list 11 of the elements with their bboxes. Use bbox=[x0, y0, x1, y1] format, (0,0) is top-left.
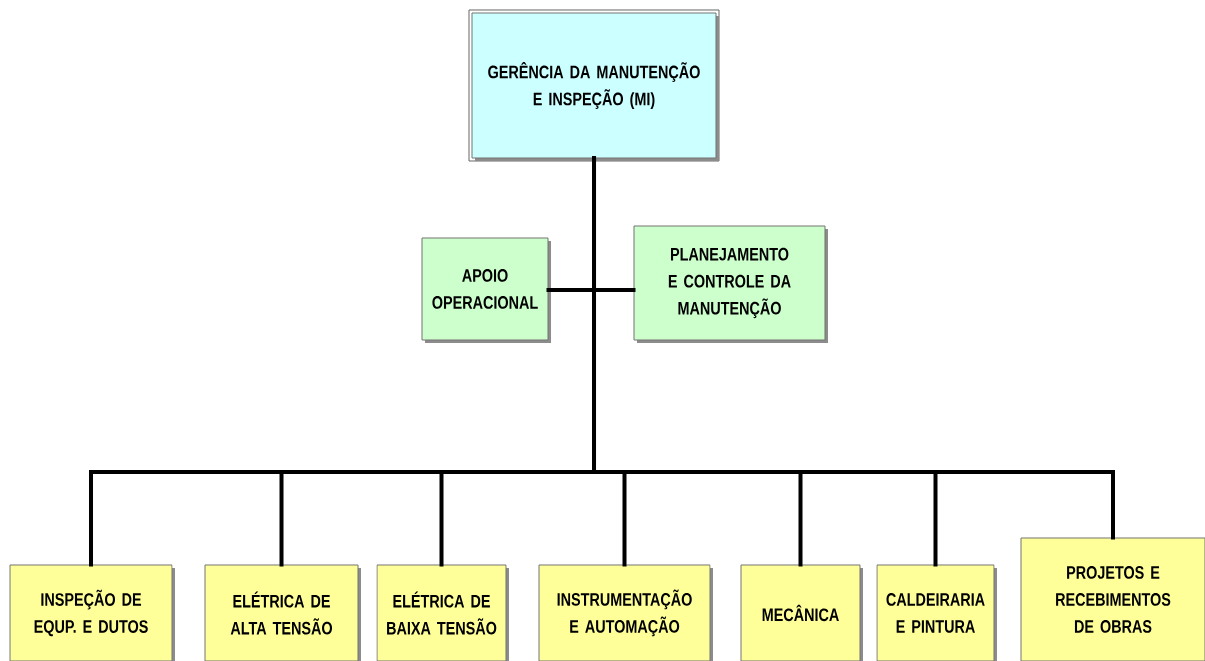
manager-box: GERÊNCIA DA MANUTENÇÃO E INSPEÇÃO (MI) bbox=[468, 9, 720, 162]
connector-line bbox=[592, 156, 1115, 540]
department-box: PROJETOS E RECEBIMENTOS DE OBRAS bbox=[1020, 537, 1205, 661]
department-box: MECÂNICA bbox=[740, 564, 863, 661]
staff-box: APOIO OPERACIONAL bbox=[421, 237, 551, 343]
department-box: ELÉTRICA DE BAIXA TENSÃO bbox=[376, 564, 509, 661]
staff-box: PLANEJAMENTO E CONTROLE DA MANUTENÇÃO bbox=[633, 225, 828, 343]
department-box: CALDEIRARIA E PINTURA bbox=[876, 564, 997, 661]
department-box: ELÉTRICA DE ALTA TENSÃO bbox=[204, 564, 361, 661]
department-box: INSTRUMENTAÇÃO E AUTOMAÇÃO bbox=[538, 564, 713, 661]
department-box: INSPEÇÃO DE EQUP. E DUTOS bbox=[9, 564, 175, 661]
